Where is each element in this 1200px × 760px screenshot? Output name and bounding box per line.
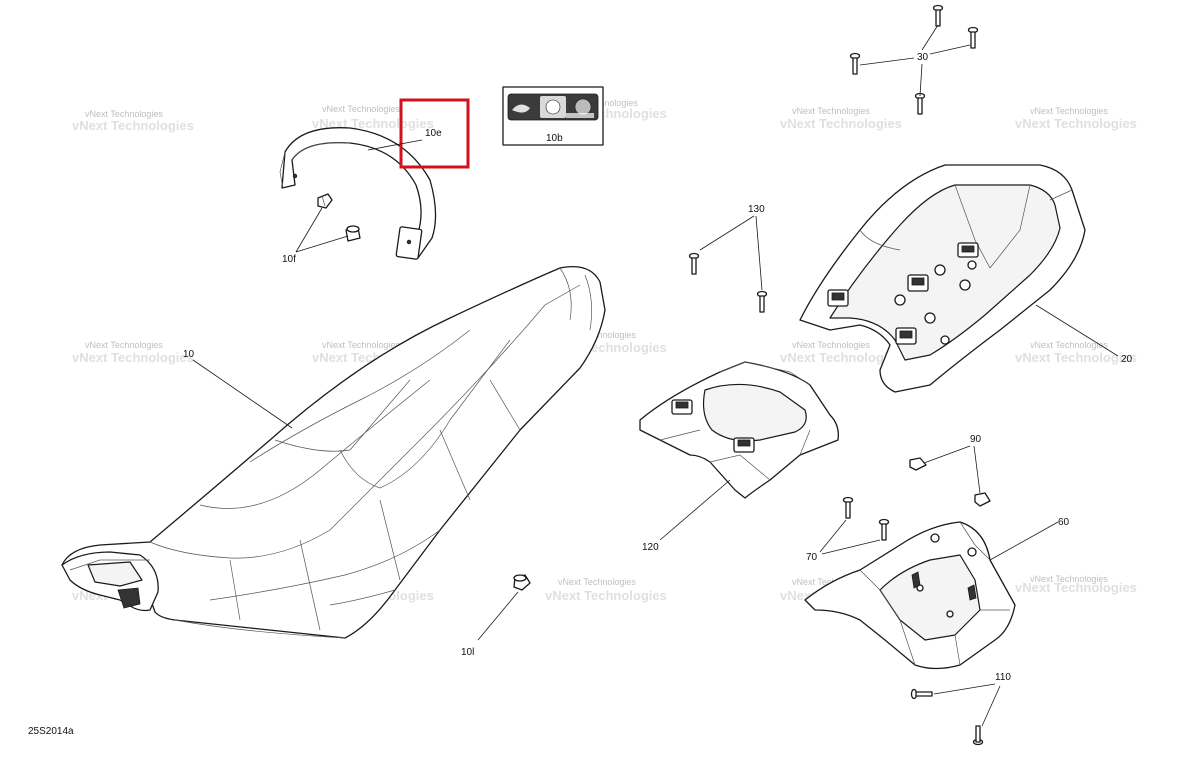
screw-130-a[interactable]	[688, 252, 700, 275]
watermark: vNext Technologies vNext Technologies	[1015, 574, 1137, 595]
svg-text:130: 130	[748, 204, 765, 215]
callout-130[interactable]: 130	[699, 204, 765, 291]
svg-text:vNext Technologies: vNext Technologies	[85, 340, 163, 350]
svg-text:20: 20	[1121, 354, 1133, 365]
svg-text:vNext Technologies: vNext Technologies	[1015, 580, 1137, 595]
svg-text:vNext Technologies: vNext Technologies	[780, 116, 902, 131]
screw-70-a[interactable]	[842, 496, 854, 519]
screw-130-b[interactable]	[756, 290, 768, 313]
highlight-box	[399, 98, 470, 169]
callout-10l[interactable]: 10l	[461, 591, 519, 658]
svg-text:vNext Technologies: vNext Technologies	[1030, 574, 1108, 584]
svg-text:120: 120	[642, 542, 659, 553]
callout-20[interactable]: 20	[1035, 304, 1133, 365]
svg-text:vNext Technologies: vNext Technologies	[792, 340, 870, 350]
watermark: vNext Technologies vNext Technologies	[780, 340, 902, 365]
callout-60[interactable]: 60	[989, 517, 1070, 561]
screw-30-b[interactable]	[967, 26, 979, 49]
svg-text:vNext Technologies: vNext Technologies	[72, 118, 194, 133]
screw-30-d[interactable]	[914, 92, 926, 115]
watermark: vNext Technologies vNext Technologies	[72, 340, 194, 365]
watermark: vNext Technologies vNext Technologies	[72, 109, 194, 133]
callout-10[interactable]: 10	[183, 349, 293, 429]
svg-text:10b: 10b	[546, 133, 563, 144]
watermark: vNext Technologies vNext Technologies	[780, 106, 902, 131]
watermark: vNext Technologies vNext Technologies	[1015, 340, 1137, 365]
svg-text:30: 30	[917, 52, 929, 63]
screw-110-a[interactable]	[910, 688, 933, 700]
svg-text:110: 110	[995, 672, 1011, 683]
svg-text:vNext Technologies: vNext Technologies	[322, 340, 400, 350]
svg-text:vNext Technologies: vNext Technologies	[322, 104, 400, 114]
svg-text:70: 70	[806, 552, 818, 563]
svg-text:vNext Technologies: vNext Technologies	[545, 588, 667, 603]
svg-text:10e: 10e	[425, 128, 442, 139]
svg-text:vNext Technologies: vNext Technologies	[1015, 116, 1137, 131]
seat-strap-part[interactable]	[279, 127, 437, 260]
screw-110-b[interactable]	[972, 725, 984, 746]
nut-90-a[interactable]	[909, 457, 927, 471]
svg-text:vNext Technologies: vNext Technologies	[1030, 106, 1108, 116]
clip-part[interactable]	[513, 574, 531, 591]
svg-text:vNext Technologies: vNext Technologies	[558, 577, 636, 587]
svg-text:vNext Technologies: vNext Technologies	[1030, 340, 1108, 350]
svg-text:vNext Technologies: vNext Technologies	[85, 109, 163, 119]
callout-90[interactable]: 90	[923, 434, 982, 494]
callout-10f[interactable]: 10f	[282, 207, 349, 265]
decal-part[interactable]	[502, 86, 604, 146]
fastener-10f-upper[interactable]	[317, 193, 333, 209]
svg-text:vNext Technologies: vNext Technologies	[792, 106, 870, 116]
svg-text:10: 10	[183, 349, 195, 360]
fastener-10f-lower[interactable]	[345, 225, 361, 242]
screw-30-a[interactable]	[932, 4, 944, 27]
svg-text:vNext Technologies: vNext Technologies	[1015, 350, 1137, 365]
callout-10e[interactable]: 10e	[367, 128, 442, 151]
callout-120[interactable]: 120	[642, 479, 731, 553]
rear-frame-part[interactable]	[799, 164, 1086, 393]
svg-text:60: 60	[1058, 517, 1070, 528]
svg-text:vNext Technologies: vNext Technologies	[780, 350, 902, 365]
screw-70-b[interactable]	[878, 518, 890, 541]
nut-90-b[interactable]	[974, 492, 991, 507]
watermark: vNext Technologies vNext Technologies	[1015, 106, 1137, 131]
callout-70[interactable]: 70	[806, 519, 881, 563]
watermark: vNext Technologies vNext Technologies	[312, 104, 434, 131]
svg-text:vNext Technologies: vNext Technologies	[72, 350, 194, 365]
screw-30-c[interactable]	[849, 52, 861, 75]
svg-text:10f: 10f	[282, 254, 296, 265]
tray-part[interactable]	[639, 361, 839, 499]
callout-30[interactable]: 30	[859, 24, 971, 97]
seat-part[interactable]	[61, 265, 606, 639]
callout-10b[interactable]: 10b	[546, 133, 563, 144]
svg-text:10l: 10l	[461, 647, 474, 658]
callout-110[interactable]: 110	[933, 672, 1011, 727]
fender-bracket-part[interactable]	[804, 521, 1016, 670]
diagram-code: 25S2014a	[28, 726, 74, 737]
svg-text:90: 90	[970, 434, 982, 445]
watermark: vNext Technologies vNext Technologies	[545, 577, 667, 603]
